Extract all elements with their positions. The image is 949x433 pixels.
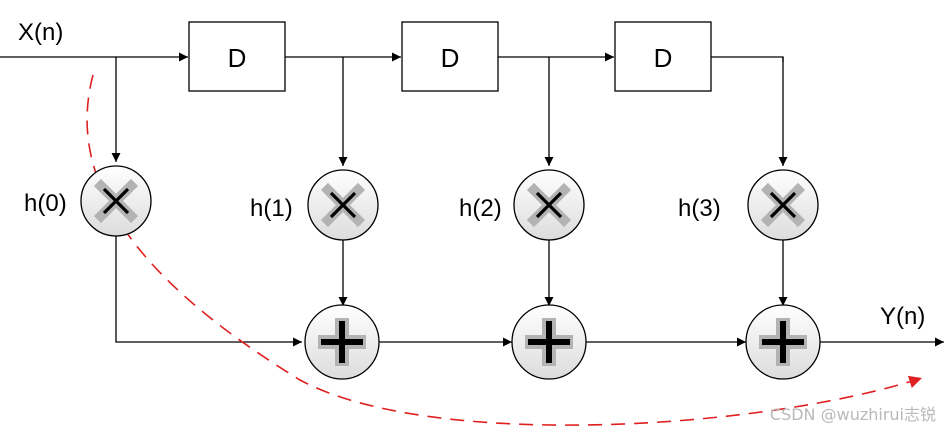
- times-icon: [320, 182, 366, 228]
- multiplier-h2: [513, 169, 585, 241]
- delay-block-1: D: [188, 21, 286, 92]
- multiplier-h1: [307, 169, 379, 241]
- coefficient-label-h1: h(1): [250, 195, 293, 222]
- delay-block-2: D: [401, 21, 499, 92]
- coefficient-label-h3: h(3): [678, 195, 721, 222]
- coefficient-label-h0: h(0): [24, 190, 67, 217]
- output-label: Y(n): [880, 303, 925, 330]
- plus-icon: [318, 318, 366, 366]
- plus-icon: [759, 318, 807, 366]
- multiplier-h3: [747, 169, 819, 241]
- product-lines: [115, 236, 788, 347]
- adder-1: [304, 304, 380, 380]
- delay-label: D: [228, 43, 247, 73]
- coefficient-label-h2: h(2): [459, 195, 502, 222]
- input-label: X(n): [18, 19, 63, 46]
- times-icon: [526, 182, 572, 228]
- adder-3: [745, 304, 821, 380]
- adder-2: [511, 304, 587, 380]
- delay-link-3: [711, 56, 784, 62]
- tap-lines: [111, 57, 788, 166]
- watermark: CSDN @wuzhirui志锐: [770, 405, 936, 424]
- times-icon: [760, 182, 806, 228]
- delay-label: D: [654, 43, 673, 73]
- delay-label: D: [441, 43, 460, 73]
- times-icon: [93, 178, 139, 224]
- plus-icon: [525, 318, 573, 366]
- delay-block-3: D: [614, 21, 712, 92]
- multiplier-h0: [80, 165, 152, 237]
